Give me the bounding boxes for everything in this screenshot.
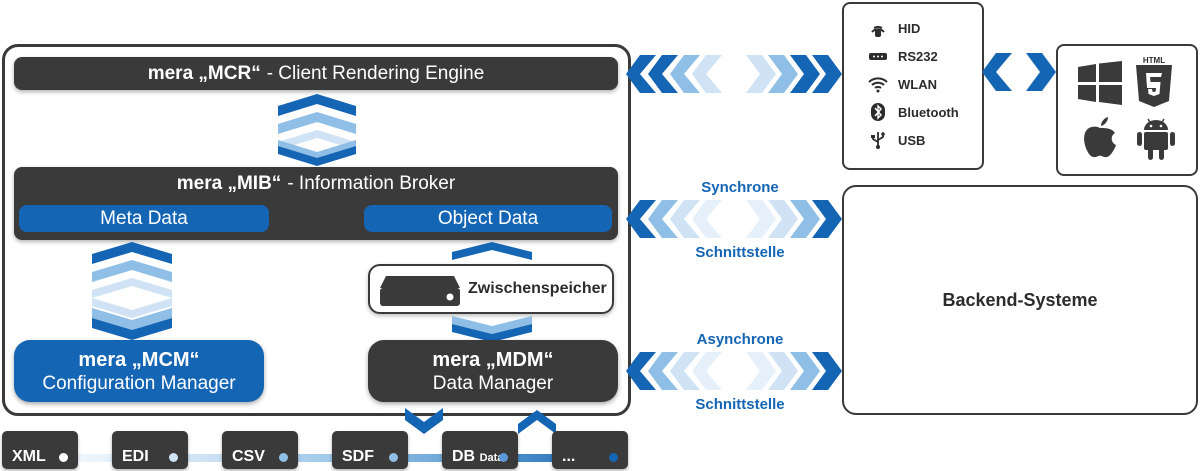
usb-icon (871, 132, 885, 149)
async-interface-chevrons (626, 352, 842, 390)
file-db: DB Data (442, 431, 518, 469)
cache-box: Zwischenspeicher (368, 264, 614, 314)
connectivity-label: USB (898, 132, 926, 148)
cache-label: Zwischenspeicher (468, 280, 607, 297)
sync-interface-title: Synchrone (701, 179, 779, 196)
connectivity-item-bluetooth: Bluetooth (868, 98, 982, 126)
connectivity-label: RS232 (898, 48, 938, 64)
mib-name: mera „MIB“ (176, 173, 282, 194)
windows-icon (1078, 61, 1122, 105)
hard-drive-icon (380, 276, 460, 306)
mcr-mib-chevrons (278, 94, 356, 166)
bluetooth-icon (871, 103, 885, 121)
backend-box: Backend-Systeme (842, 185, 1198, 415)
mib-description: - Information Broker (287, 173, 456, 194)
connectivity-item-rs232: RS232 (868, 42, 982, 70)
file-xml: XML (2, 431, 78, 469)
connectivity-label: Bluetooth (898, 104, 959, 120)
meta-mcm-chevrons (92, 242, 172, 340)
html5-icon: HTML (1136, 56, 1172, 108)
wifi-icon (868, 77, 888, 93)
mcr-bar: mera „MCR“ - Client Rendering Engine (14, 57, 618, 90)
mcm-module: mera „MCM“ Configuration Manager (14, 340, 264, 402)
mdm-module: mera „MDM“ Data Manager (368, 340, 618, 402)
mib-heading: mera „MIB“- Information Broker (14, 173, 618, 195)
meta-data-label: Meta Data (100, 207, 188, 229)
mdm-title: mera „MDM“ (432, 348, 554, 371)
mcm-title: mera „MCM“ (78, 348, 200, 371)
nfc-icon (871, 25, 885, 37)
up-arrow-icon (518, 410, 556, 434)
mcm-subtitle: Configuration Manager (42, 372, 236, 394)
sync-interface-subtitle: Schnittstelle (695, 244, 785, 261)
mcr-description: - Client Rendering Engine (266, 62, 485, 84)
connectivity-label: WLAN (898, 76, 937, 92)
file-label: SDF (342, 448, 374, 465)
object-data-label: Object Data (437, 207, 539, 229)
storage-line (20, 454, 620, 462)
backend-label: Backend-Systeme (942, 289, 1098, 310)
file-csv: CSV (222, 431, 298, 469)
mdm-subtitle: Data Manager (432, 372, 554, 394)
file-edi: EDI (112, 431, 188, 469)
connectivity-label: HID (898, 20, 921, 36)
connectivity-box: HID RS232 WLAN Bluetooth USB (842, 2, 984, 170)
async-interface-title: Asynchrone (696, 331, 784, 348)
object-data-bar: Object Data (364, 205, 612, 232)
down-arrow-icon (405, 408, 443, 434)
file-label: DB (452, 448, 476, 465)
mcr-device-chevrons (626, 55, 842, 93)
android-icon (1137, 118, 1175, 160)
connectivity-item-wlan: WLAN (868, 70, 982, 98)
html5-label: HTML (1142, 56, 1166, 65)
file-sublabel: Data (479, 452, 504, 464)
sync-interface-chevrons (626, 200, 842, 238)
connectivity-item-usb: USB (868, 126, 982, 154)
object-cache-chevrons (452, 242, 532, 260)
serial-port-icon (869, 53, 887, 60)
file-label: XML (12, 448, 46, 465)
file-more: ... (552, 431, 628, 469)
mcr-name: mera „MCR“ (147, 62, 261, 84)
file-label: ... (562, 448, 576, 465)
file-label: EDI (122, 448, 149, 465)
file-sdf: SDF (332, 431, 408, 469)
cache-mdm-chevrons (452, 316, 532, 342)
meta-data-bar: Meta Data (19, 205, 269, 232)
apple-icon (1084, 117, 1116, 158)
device-platform-chevrons (982, 53, 1056, 91)
file-label: CSV (232, 448, 265, 465)
async-interface-subtitle: Schnittstelle (695, 396, 785, 413)
connectivity-item-hid: HID (868, 14, 982, 42)
platform-box: HTML (1056, 44, 1198, 176)
